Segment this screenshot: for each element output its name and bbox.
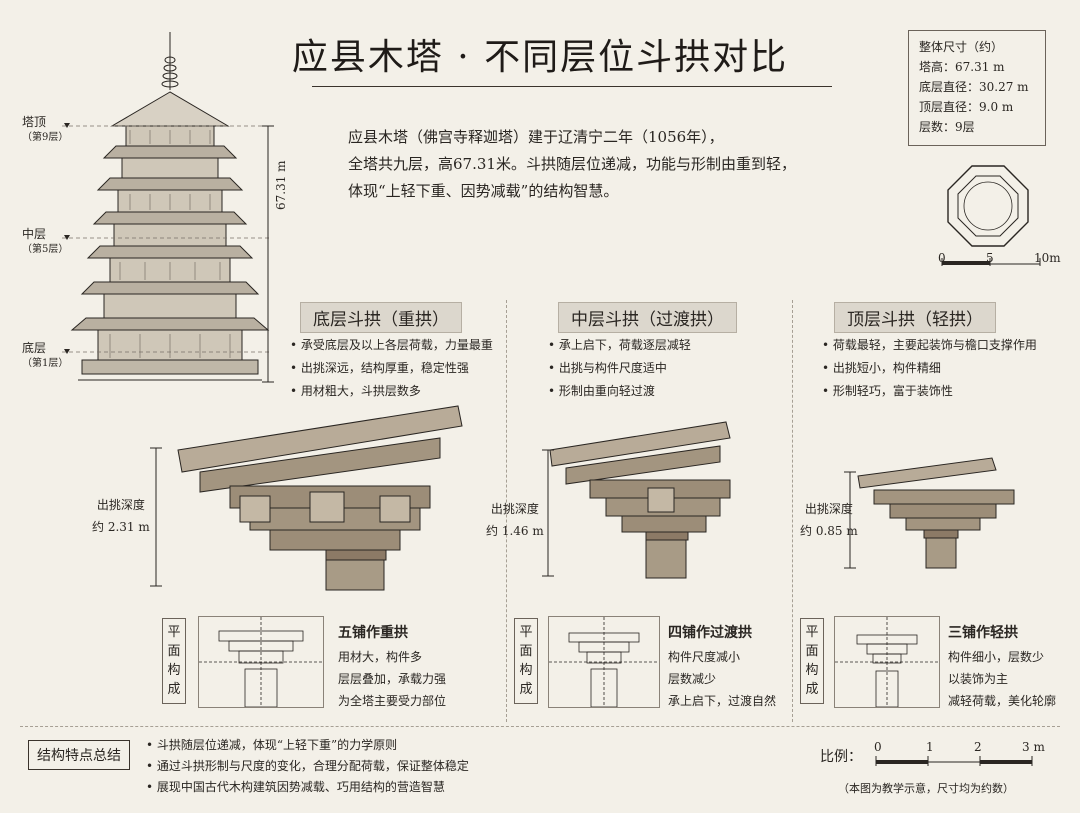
summary-divider <box>20 726 1060 727</box>
summary-list: • 斗拱随层位递减，体现“上轻下重”的力学原则 • 通过斗拱形制与尺度的变化，合… <box>146 735 469 798</box>
depth-value: 约 2.31 m <box>92 520 150 534</box>
bullet-item: • 形制由重向轻过渡 <box>548 384 655 398</box>
tower-height-label: 67.31 m <box>274 160 288 210</box>
depth-value: 约 1.46 m <box>486 524 544 538</box>
plan-desc-line: 构件尺度减小 <box>668 650 741 664</box>
plan-desc-line: 减轻荷载，美化轮廓 <box>948 694 1057 708</box>
column-divider <box>506 300 507 722</box>
depth-value: 约 0.85 m <box>800 524 858 538</box>
plan-desc-bottom: 用材大，构件多 层层叠加，承载力强 为全塔主要受力部位 <box>338 646 446 712</box>
plan-desc-top: 构件细小，层数少 以装饰为主 减轻荷载，美化轮廓 <box>948 646 1056 712</box>
scale-tick: 2 <box>974 740 982 754</box>
tower-level-top: 塔顶 （第9层） <box>22 114 68 146</box>
plan-drawing-middle <box>548 616 660 708</box>
octagon-scale-tick: 5 <box>986 251 994 265</box>
plan-tag-top: 平面构成 <box>800 618 824 704</box>
scale-tick: 0 <box>874 740 882 754</box>
plan-desc-line: 构件细小，层数少 <box>948 650 1045 664</box>
summary-item: • 通过斗拱形制与尺度的变化，合理分配荷载，保证整体稳定 <box>146 759 469 773</box>
bracket-drawing-bottom <box>150 405 463 591</box>
intro-text: 应县木塔（佛宫寺释迦塔）建于辽清宁二年（1056年）， 全塔共九层，高67.31… <box>348 124 796 205</box>
scale-tick: 3 m <box>1022 740 1045 754</box>
plan-drawing-top <box>834 616 940 708</box>
section-heading-middle: 中层斗拱（过渡拱） <box>558 302 737 333</box>
plan-tag-bottom: 平面构成 <box>162 618 186 704</box>
footnote: （本图为教学示意，尺寸均为约数） <box>838 782 1014 795</box>
bracket-drawing-middle <box>549 421 731 579</box>
dimension-row: 底层直径：30.27 m <box>919 80 1029 94</box>
level-sub: （第5层） <box>22 244 69 255</box>
bullet-item: • 承上启下，荷载逐层减轻 <box>548 338 691 352</box>
depth-label: 出挑深度 <box>804 502 853 516</box>
intro-line: 体现“上轻下重、因势减载”的结构智慧。 <box>348 182 619 200</box>
bullet-item: • 荷载最轻，主要起装饰与檐口支撑作用 <box>822 338 1037 352</box>
level-name: 底层 <box>22 341 47 355</box>
overhang-depth-top: 出挑深度 约 0.85 m <box>800 498 858 542</box>
section-heading-top: 顶层斗拱（轻拱） <box>834 302 996 333</box>
level-name: 塔顶 <box>22 115 47 129</box>
plan-desc-line: 以装饰为主 <box>948 672 1009 686</box>
level-sub: （第1层） <box>22 358 69 369</box>
level-name: 中层 <box>22 227 47 241</box>
plan-title-middle: 四铺作过渡拱 <box>668 625 752 641</box>
octagon-scale-tick: 0 <box>938 251 946 265</box>
plan-tag-middle: 平面构成 <box>514 618 538 704</box>
plan-desc-line: 层数减少 <box>668 672 717 686</box>
page-title: 应县木塔 · 不同层位斗拱对比 <box>291 37 789 78</box>
scale-label: 比例： <box>820 749 862 765</box>
summary-item: • 展现中国古代木构建筑因势减载、巧用结构的营造智慧 <box>146 780 445 794</box>
plan-desc-line: 层层叠加，承载力强 <box>338 672 447 686</box>
level-sub: （第9层） <box>22 132 69 143</box>
bullet-item: • 出挑深远，结构厚重，稳定性强 <box>290 361 469 375</box>
bracket-drawing-top <box>857 457 1015 569</box>
depth-line-top <box>844 471 856 569</box>
intro-line: 全塔共九层，高67.31米。斗拱随层位递减，功能与形制由重到轻， <box>348 155 796 173</box>
plan-title-top: 三铺作轻拱 <box>948 625 1018 641</box>
bullet-item: • 承受底层及以上各层荷载，力量最重 <box>290 338 493 352</box>
scale-bar <box>875 756 1033 766</box>
plan-desc-line: 承上启下，过渡自然 <box>668 694 777 708</box>
bullet-item: • 用材粗大，斗拱层数多 <box>290 384 421 398</box>
depth-line-middle <box>542 449 554 577</box>
bullet-item: • 出挑短小，构件精细 <box>822 361 941 375</box>
scale-tick: 1 <box>926 740 934 754</box>
section-bullets-bottom: • 承受底层及以上各层荷载，力量最重 • 出挑深远，结构厚重，稳定性强 • 用材… <box>290 334 493 403</box>
octagon-plan <box>941 165 1041 266</box>
plan-desc-middle: 构件尺度减小 层数减少 承上启下，过渡自然 <box>668 646 776 712</box>
summary-tag: 结构特点总结 <box>28 740 130 770</box>
overhang-depth-middle: 出挑深度 约 1.46 m <box>486 498 544 542</box>
bullet-item: • 出挑与构件尺度适中 <box>548 361 667 375</box>
section-bullets-middle: • 承上启下，荷载逐层减轻 • 出挑与构件尺度适中 • 形制由重向轻过渡 <box>548 334 691 403</box>
plan-desc-line: 用材大，构件多 <box>338 650 423 664</box>
plan-desc-line: 为全塔主要受力部位 <box>338 694 447 708</box>
overhang-depth-bottom: 出挑深度 约 2.31 m <box>92 494 150 538</box>
dimension-row: 层数：9层 <box>919 120 975 134</box>
tower-level-bottom: 底层 （第1层） <box>22 340 68 372</box>
pagoda-drawing <box>70 32 270 381</box>
depth-label: 出挑深度 <box>96 498 145 512</box>
plan-drawing-bottom <box>198 616 324 708</box>
bullet-item: • 形制轻巧，富于装饰性 <box>822 384 953 398</box>
dimension-row: 顶层直径：9.0 m <box>919 100 1014 114</box>
dimensions-box: 整体尺寸（约） 塔高：67.31 m 底层直径：30.27 m 顶层直径：9.0… <box>908 30 1046 146</box>
title-divider <box>312 86 832 87</box>
section-bullets-top: • 荷载最轻，主要起装饰与檐口支撑作用 • 出挑短小，构件精细 • 形制轻巧，富… <box>822 334 1037 403</box>
plan-title-bottom: 五铺作重拱 <box>338 625 408 641</box>
intro-line: 应县木塔（佛宫寺释迦塔）建于辽清宁二年（1056年）， <box>348 128 724 146</box>
tower-dimension-lines <box>62 123 274 383</box>
dimensions-heading: 整体尺寸（约） <box>919 40 1004 54</box>
column-divider <box>792 300 793 722</box>
octagon-scale-tick: 10m <box>1034 251 1061 265</box>
summary-item: • 斗拱随层位递减，体现“上轻下重”的力学原则 <box>146 738 398 752</box>
section-heading-bottom: 底层斗拱（重拱） <box>300 302 462 333</box>
dimension-row: 塔高：67.31 m <box>919 60 1005 74</box>
depth-label: 出挑深度 <box>490 502 539 516</box>
tower-level-middle: 中层 （第5层） <box>22 226 68 258</box>
